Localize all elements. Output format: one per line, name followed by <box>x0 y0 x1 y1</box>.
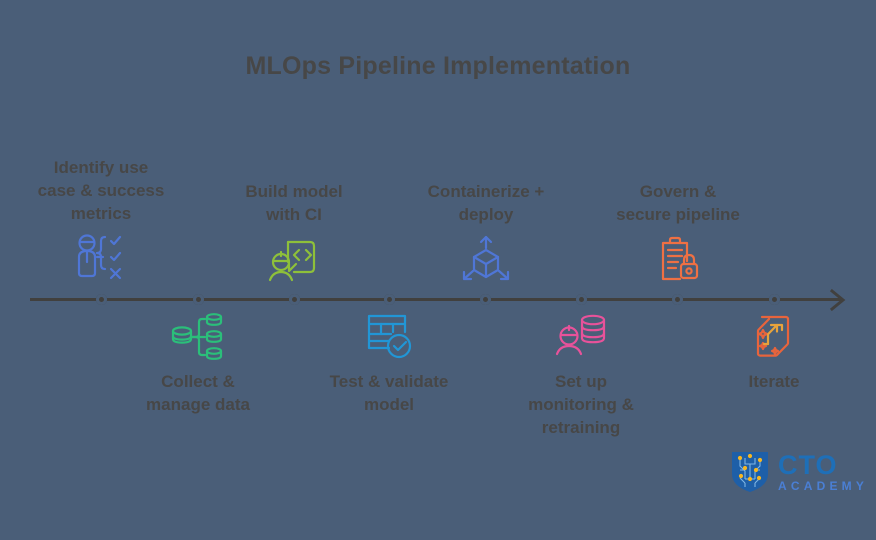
shield-circuit-icon <box>732 452 768 492</box>
developer-code-icon <box>268 240 316 282</box>
timeline-step-2-label: Collect & manage data <box>146 372 250 414</box>
timeline-step-4-label: Test & validate model <box>329 372 449 414</box>
timeline-step-1[interactable]: Identify use case & success metrics <box>11 156 191 287</box>
cto-academy-logo[interactable]: CTO ACADEMY <box>728 446 864 498</box>
timeline-step-6-icon-wrap <box>491 308 671 364</box>
timeline-axis <box>30 298 842 301</box>
logo-text-wrap: CTO ACADEMY <box>778 449 869 493</box>
timeline-step-4-icon-wrap <box>299 308 479 364</box>
timeline-node <box>480 294 491 305</box>
table-check-icon <box>367 314 412 359</box>
person-database-icon <box>555 314 606 356</box>
timeline-step-1-label: Identify use case & success metrics <box>37 158 165 223</box>
timeline-step-5[interactable]: Containerize + deploy <box>396 180 576 288</box>
timeline-node <box>384 294 395 305</box>
timeline-step-8[interactable]: Iterate <box>684 308 864 393</box>
timeline-step-4[interactable]: Test & validate model <box>299 308 479 416</box>
timeline-node <box>769 294 780 305</box>
timeline-step-7[interactable]: Govern & secure pipeline <box>588 180 768 288</box>
timeline-step-8-icon-wrap <box>684 308 864 364</box>
timeline-arrow-icon <box>830 288 846 312</box>
clipboard-lock-icon <box>661 236 699 281</box>
page-title: MLOps Pipeline Implementation <box>245 52 631 80</box>
timeline-step-3-label: Build model with CI <box>245 182 343 224</box>
logo-primary-text: CTO <box>778 449 838 480</box>
timeline-step-7-label: Govern & secure pipeline <box>616 182 740 224</box>
timeline-node <box>672 294 683 305</box>
timeline-step-6[interactable]: Set up monitoring & retraining <box>491 308 671 439</box>
cube-deploy-icon <box>462 235 510 281</box>
person-checklist-icon <box>77 234 122 280</box>
timeline-step-5-icon-wrap <box>396 232 576 288</box>
timeline-step-2[interactable]: Collect & manage data <box>108 308 288 416</box>
database-branch-icon <box>171 313 223 360</box>
timeline-node <box>193 294 204 305</box>
timeline-node <box>96 294 107 305</box>
timeline-step-2-icon-wrap <box>108 308 288 364</box>
timeline-step-3-icon-wrap <box>204 232 384 288</box>
timeline-step-6-label: Set up monitoring & retraining <box>528 372 634 437</box>
timeline-step-5-label: Containerize + deploy <box>427 182 545 224</box>
timeline-node <box>576 294 587 305</box>
logo-secondary-text: ACADEMY <box>778 478 869 493</box>
timeline-step-7-icon-wrap <box>588 232 768 288</box>
iterate-arrow-icon <box>756 315 790 357</box>
timeline-step-3[interactable]: Build model with CI <box>204 180 384 288</box>
timeline-step-1-icon-wrap <box>11 231 191 287</box>
timeline-node <box>289 294 300 305</box>
timeline-step-8-label: Iterate <box>748 372 800 391</box>
